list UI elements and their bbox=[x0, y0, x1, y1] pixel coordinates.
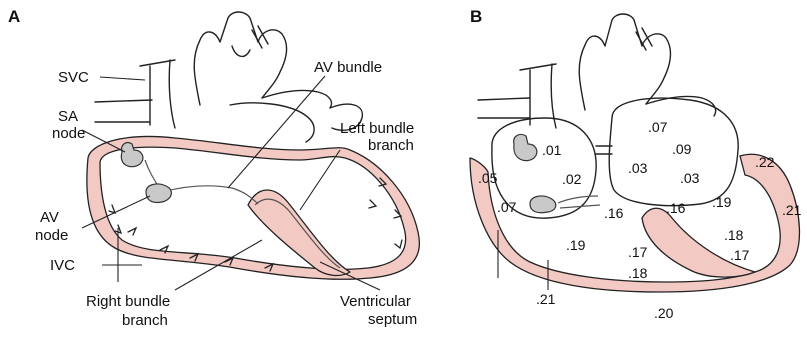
time-value: .17 bbox=[628, 244, 648, 260]
aorta-outline bbox=[194, 12, 286, 105]
av-bundle-label: AV bundle bbox=[314, 59, 382, 76]
right-bundle-label-1: Right bundle bbox=[86, 293, 170, 310]
time-value: .07 bbox=[497, 199, 517, 215]
panel-b: B .01 .05 .02 .07 .07 .09 .03 .03 .22 .2… bbox=[470, 7, 802, 321]
time-value: .18 bbox=[628, 265, 648, 281]
time-value: .16 bbox=[604, 205, 624, 221]
b-aorta-outline bbox=[579, 14, 670, 110]
b-sa-node bbox=[514, 134, 537, 160]
b-av-node bbox=[530, 196, 556, 213]
right-bundle-label-2: branch bbox=[122, 312, 168, 329]
aortic-arch-inner bbox=[232, 46, 250, 56]
time-value: .03 bbox=[680, 170, 700, 186]
time-value: .16 bbox=[666, 200, 686, 216]
time-value: .03 bbox=[628, 160, 648, 176]
svc-label: SVC bbox=[58, 69, 89, 86]
sa-node-label-1: SA bbox=[58, 108, 78, 125]
b-pulmonary-vein bbox=[478, 98, 530, 118]
ivc-label: IVC bbox=[50, 257, 75, 274]
panel-a-letter: A bbox=[8, 7, 20, 26]
av-bundle-leader bbox=[228, 76, 325, 188]
pulmonary-vein bbox=[95, 100, 152, 122]
time-value: .21 bbox=[782, 202, 802, 218]
av-node-label-1: AV bbox=[40, 209, 59, 226]
b-av-bundle bbox=[558, 196, 600, 208]
left-bundle-label-2: branch bbox=[368, 137, 414, 154]
time-value: .09 bbox=[672, 141, 692, 157]
time-value: .19 bbox=[712, 194, 732, 210]
svc-leader bbox=[100, 77, 145, 80]
b-aorta-stripe bbox=[636, 28, 652, 50]
panel-b-letter: B bbox=[470, 7, 482, 26]
septum-label-2: septum bbox=[368, 311, 417, 328]
time-value: .02 bbox=[562, 171, 582, 187]
time-value: .01 bbox=[542, 142, 562, 158]
time-value: .20 bbox=[654, 305, 674, 321]
sa-node-label-2: node bbox=[52, 125, 85, 142]
time-value: .07 bbox=[648, 119, 668, 135]
time-value: .19 bbox=[566, 237, 586, 253]
left-bundle-label-1: Left bundle bbox=[340, 120, 414, 137]
left-atrium-outline bbox=[230, 103, 314, 142]
time-value: .05 bbox=[478, 170, 498, 186]
time-value: .22 bbox=[755, 154, 775, 170]
av-node-label-2: node bbox=[35, 227, 68, 244]
av-node bbox=[146, 184, 171, 203]
svc-outline bbox=[150, 60, 175, 128]
time-value: .21 bbox=[536, 291, 556, 307]
time-value: .18 bbox=[724, 227, 744, 243]
time-value: .17 bbox=[730, 247, 750, 263]
panel-a: A SVC bbox=[8, 7, 419, 329]
septum-label-1: Ventricular bbox=[340, 293, 411, 310]
